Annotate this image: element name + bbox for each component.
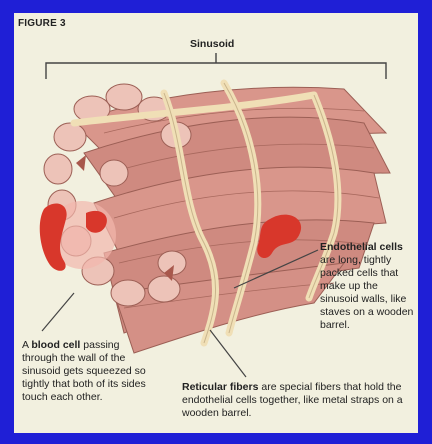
- sinusoid-bracket: [46, 53, 386, 79]
- reticular-term: Reticular fibers: [182, 381, 258, 393]
- reticular-annotation: Reticular fibers are special fibers that…: [182, 381, 414, 420]
- blood-cell-term: blood cell: [31, 339, 80, 351]
- blood-cell-lead: A: [22, 339, 31, 351]
- endothelial-description: are long, tightly packed cells that make…: [320, 254, 413, 331]
- endothelial-term: Endothelial cells: [320, 241, 403, 253]
- blood-cell-annotation: A blood cell passing through the wall of…: [22, 339, 152, 404]
- figure-panel: FIGURE 3 Sinusoid: [14, 13, 418, 433]
- endothelial-annotation: Endothelial cells are long, tightly pack…: [320, 241, 418, 332]
- blood-cell: [40, 201, 116, 271]
